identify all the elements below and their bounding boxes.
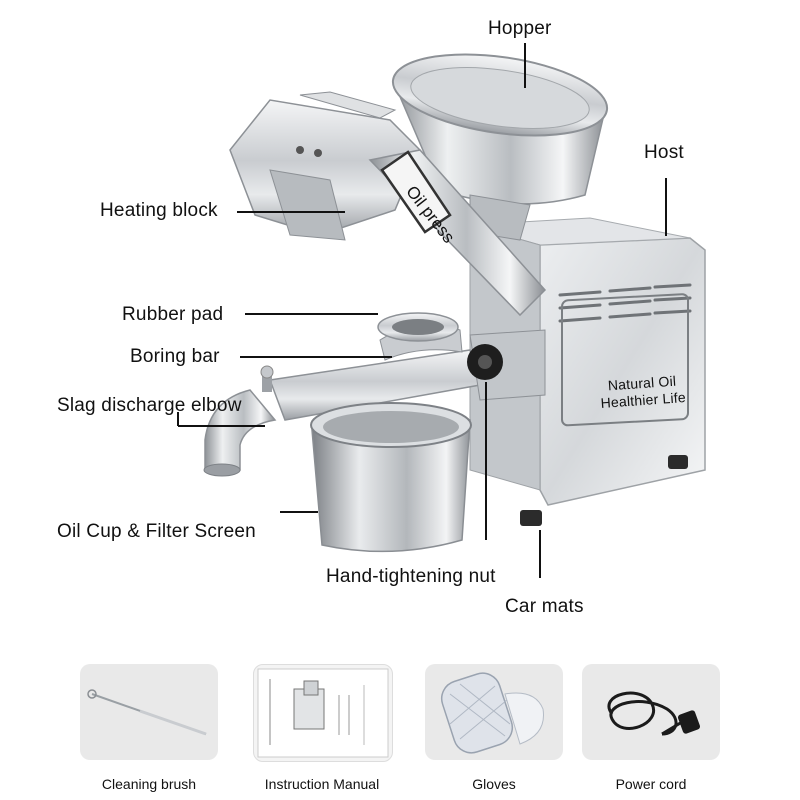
gloves-icon xyxy=(440,672,545,754)
accessory-power-cord xyxy=(582,664,720,760)
label-host: Host xyxy=(644,142,684,163)
oil-press-illustration: Oil press xyxy=(177,43,706,578)
label-boring-bar: Boring bar xyxy=(130,346,220,367)
label-slag-discharge-elbow: Slag discharge elbow xyxy=(57,395,242,416)
accessory-cleaning-brush xyxy=(80,664,218,760)
label-car-mats: Car mats xyxy=(505,596,584,617)
label-rubber-pad: Rubber pad xyxy=(122,304,224,325)
accessory-label-power-cord: Power cord xyxy=(615,776,687,792)
accessory-label-cleaning-brush: Cleaning brush xyxy=(101,776,197,792)
leader-lines xyxy=(177,43,667,578)
oil-cup xyxy=(310,402,472,553)
press-barrel xyxy=(203,312,546,477)
accessory-label-instruction-manual: Instruction Manual xyxy=(264,776,380,792)
manual-icon xyxy=(257,668,389,758)
host-panel-text: Natural Oil Healthier Life xyxy=(599,372,686,412)
heating-block-assembly xyxy=(229,91,547,317)
power-cord-icon xyxy=(607,691,701,736)
brush-icon xyxy=(87,689,207,736)
label-hand-tightening-nut: Hand-tightening nut xyxy=(326,566,496,587)
label-heating-block: Heating block xyxy=(100,200,218,221)
accessory-gloves xyxy=(425,664,563,760)
label-oil-cup-filter: Oil Cup & Filter Screen xyxy=(57,521,256,542)
accessory-instruction-manual xyxy=(253,664,393,762)
accessory-label-gloves: Gloves xyxy=(472,776,516,792)
label-hopper: Hopper xyxy=(488,18,552,39)
hopper-bowl xyxy=(391,53,609,241)
